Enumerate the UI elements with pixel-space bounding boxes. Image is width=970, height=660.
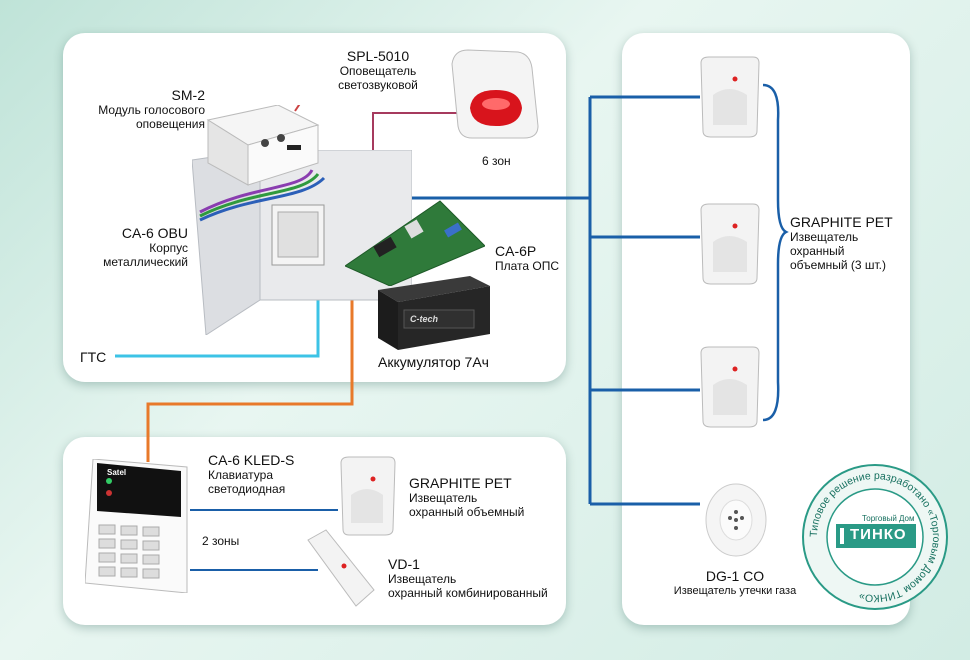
detector-bus-wire [410, 95, 700, 506]
gts-label: ГТС [80, 349, 107, 365]
graphite-single-title: GRAPHITE PET [409, 475, 512, 491]
dg1-title: DG-1 CO [705, 568, 765, 584]
spl-zones: 6 зон [482, 154, 511, 168]
gts-wire [115, 285, 320, 358]
stamp-big-text: ТИНКО [850, 526, 907, 543]
stamp-graphic: Типовое решение разработано «Торговым До… [802, 464, 948, 610]
siren-image [446, 46, 546, 146]
p-title: CA-6P [495, 243, 537, 259]
tinko-stamp: Типовое решение разработано «Торговым До… [800, 462, 950, 612]
kled-title: CA-6 KLED-S [208, 452, 295, 468]
zone-wires [190, 509, 338, 571]
sm2-label: SM-2 Модуль голосового оповещения [60, 87, 205, 131]
obu-line2: металлический [103, 255, 188, 269]
brace [762, 83, 789, 422]
battery-brand: C-tech [410, 314, 439, 324]
cabinet-image [191, 149, 413, 336]
keypad-brand: Satel [107, 468, 127, 477]
graphite-single-line1: Извещатель [409, 491, 478, 505]
graphite-group-line1: Извещатель [790, 230, 859, 244]
vd1-line1: Извещатель [388, 572, 457, 586]
graphite-single-label: GRAPHITE PET Извещатель охранный объемны… [409, 475, 524, 519]
graphite-single-line2: охранный объемный [409, 505, 525, 519]
graphite-group-title: GRAPHITE PET [790, 214, 893, 230]
battery-label: Аккумулятор 7Ач [378, 354, 489, 370]
vd1-title: VD-1 [388, 556, 420, 572]
spl-line1: Оповещатель [339, 64, 417, 78]
vd1-label: VD-1 Извещатель охранный комбинированный [388, 556, 548, 600]
graphite-pet-detector-3 [697, 345, 763, 434]
gas-detector-image [703, 480, 769, 565]
spl-label: SPL-5010 Оповещатель светозвуковой [318, 48, 438, 92]
graphite-group-label: GRAPHITE PET Извещатель охранный объемны… [790, 214, 893, 272]
siren-wire [372, 112, 458, 150]
sm2-line1: Модуль голосового [98, 103, 205, 117]
zones2-label: 2 зоны [202, 534, 240, 548]
obu-title: CA-6 OBU [121, 225, 188, 241]
vd1-image [304, 528, 380, 615]
p-label: CA-6P Плата ОПС [495, 243, 559, 273]
kled-line2: светодиодная [208, 482, 286, 496]
graphite-pet-detector-2 [697, 202, 763, 291]
p-line1: Плата ОПС [495, 259, 560, 273]
kled-label: CA-6 KLED-S Клавиатура светодиодная [208, 452, 294, 496]
stamp-small-text: Торговый Дом [862, 514, 915, 523]
vd1-line2: охранный комбинированный [388, 586, 548, 600]
spl-line2: светозвуковой [338, 78, 418, 92]
battery-image: C-tech [378, 276, 490, 350]
keypad-wire [146, 285, 354, 462]
sm2-line2: оповещения [136, 117, 205, 131]
dg1-line1: Извещатель утечки газа [673, 585, 797, 597]
sm2-module-image [203, 96, 323, 195]
obu-label: CA-6 OBU Корпус металлический [60, 225, 188, 269]
graphite-pet-detector-1 [697, 55, 763, 144]
kled-line1: Клавиатура [208, 468, 273, 482]
graphite-group-line3: объемный (3 шт.) [790, 258, 886, 272]
sm2-title: SM-2 [171, 87, 205, 103]
graphite-pet-single-image [337, 455, 397, 542]
spl-title: SPL-5010 [346, 48, 410, 64]
dg1-label: DG-1 CO Извещатель утечки газа [660, 568, 810, 598]
keypad-image: Satel [84, 458, 190, 594]
obu-line1: Корпус [149, 241, 188, 255]
graphite-group-line2: охранный [790, 244, 845, 258]
